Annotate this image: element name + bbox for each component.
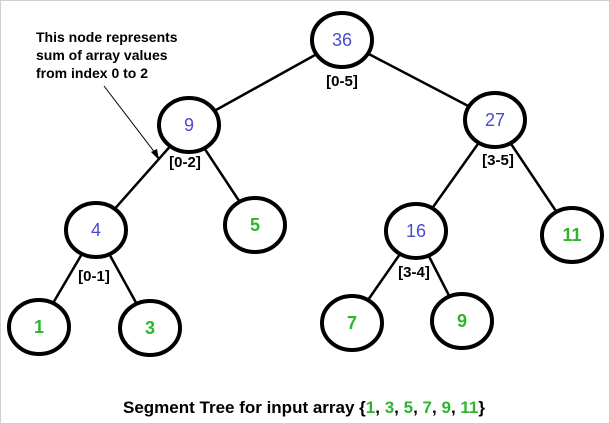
caption-separator: ,	[432, 398, 441, 417]
node-range-n4: [0-1]	[78, 268, 110, 285]
tree-node-n27	[463, 91, 527, 149]
annotation: This node represents sum of array values…	[36, 29, 178, 160]
caption-item: 5	[404, 398, 413, 417]
caption-separator: ,	[413, 398, 422, 417]
node-value-n1: 1	[34, 317, 44, 337]
node-value-n16: 16	[406, 221, 426, 241]
caption-item: 9	[441, 398, 450, 417]
tree-node-n1	[7, 298, 71, 356]
tree-node-n16	[384, 202, 448, 260]
caption-prefix: Segment Tree for input array {	[123, 398, 366, 417]
tree-node-n7	[320, 294, 384, 352]
caption-separator: ,	[394, 398, 403, 417]
annotation-arrow	[103, 85, 160, 159]
tree-node-n11	[540, 206, 604, 264]
tree-node-n5	[223, 196, 287, 254]
node-range-n36: [0-5]	[326, 73, 358, 90]
annotation-line-2: sum of array values	[36, 47, 168, 63]
caption-item: 3	[385, 398, 394, 417]
tree-node-n9	[157, 96, 221, 154]
node-value-n27: 27	[485, 110, 505, 130]
tree-node-n4	[64, 201, 128, 259]
annotation-line-3: from index 0 to 2	[36, 65, 148, 81]
annotation-arrowhead	[151, 149, 159, 160]
node-value-n3: 3	[145, 318, 155, 338]
node-value-n36: 36	[332, 30, 352, 50]
node-value-n5: 5	[250, 215, 260, 235]
tree-node-n3	[118, 299, 182, 357]
node-range-n9: [0-2]	[169, 154, 201, 171]
caption-separator: ,	[451, 398, 460, 417]
node-range-n27: [3-5]	[482, 152, 514, 169]
caption-item: 1	[366, 398, 375, 417]
node-value-n7: 7	[347, 313, 357, 333]
annotation-line-1: This node represents	[36, 29, 178, 45]
caption-separator: ,	[375, 398, 384, 417]
caption-item: 11	[460, 398, 478, 417]
tree-node-n36	[310, 11, 374, 69]
caption-suffix: }	[478, 398, 485, 417]
tree-node-n9b	[430, 292, 494, 350]
caption-item: 7	[423, 398, 432, 417]
caption: Segment Tree for input array {1, 3, 5, 7…	[123, 398, 485, 417]
node-value-n11: 11	[562, 225, 581, 245]
node-value-n9: 9	[184, 115, 194, 135]
node-range-n16: [3-4]	[398, 264, 430, 281]
node-value-n9b: 9	[457, 311, 467, 331]
node-value-n4: 4	[91, 220, 101, 240]
